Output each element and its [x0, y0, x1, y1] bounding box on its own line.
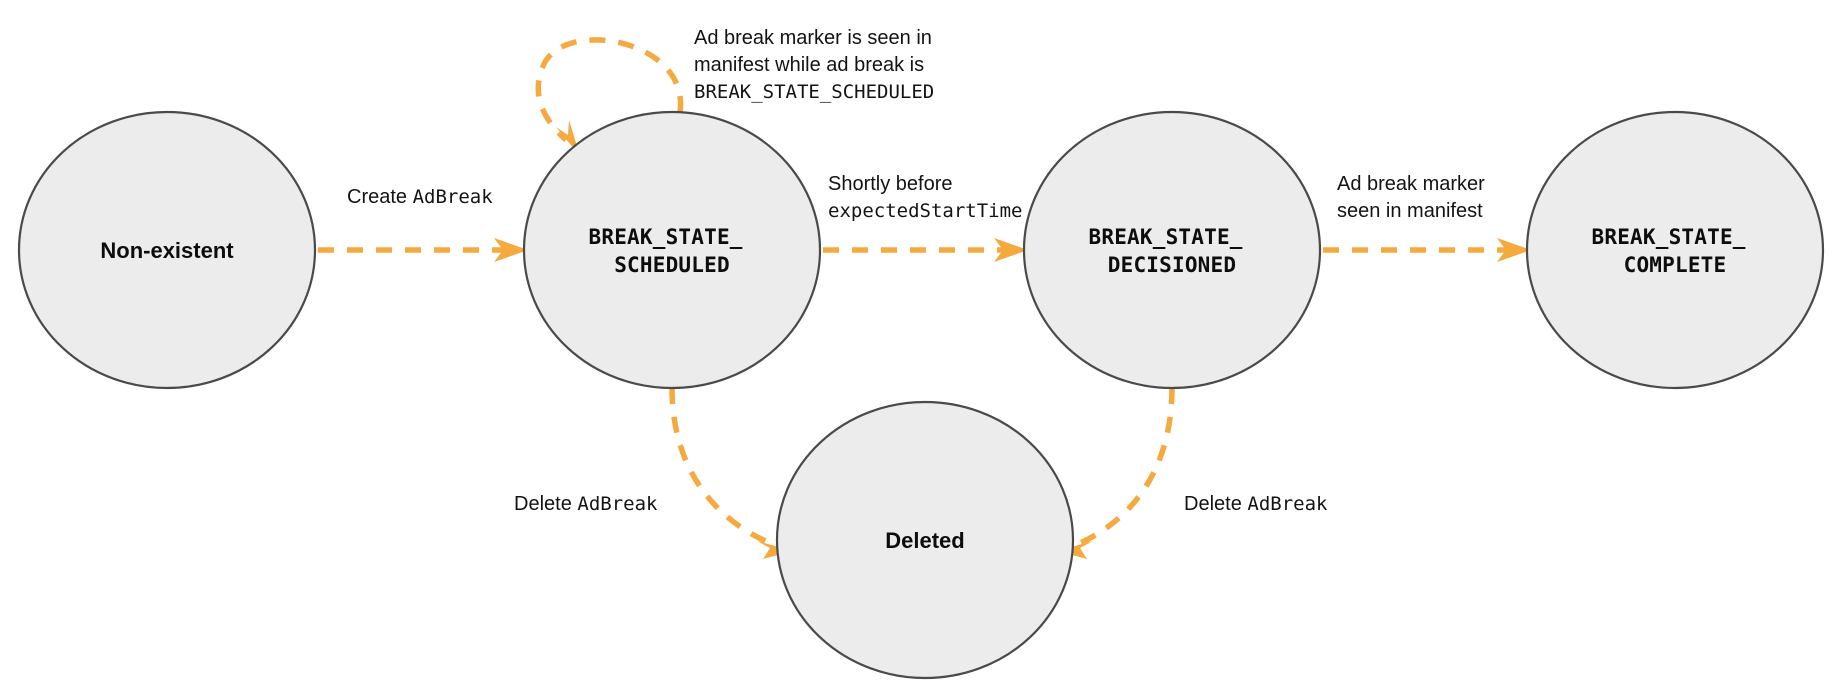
node-non-existent-label: Non-existent: [100, 238, 234, 263]
node-break-state-complete-shape: [1525, 110, 1825, 390]
edge-marker-seen-in-manifest-arrowhead: [1497, 238, 1531, 262]
node-deleted-label: Deleted: [885, 528, 964, 553]
edge-label-delete-from-scheduled: Delete AdBreak: [514, 493, 658, 515]
edge-create-adbreak[interactable]: [318, 238, 528, 262]
edge-marker-seen-in-manifest[interactable]: [1323, 238, 1531, 262]
edge-shortly-before-arrowhead: [994, 238, 1028, 262]
node-non-existent[interactable]: Non-existent: [17, 110, 317, 390]
edge-delete-from-decisioned-arrowhead: [1057, 541, 1093, 559]
edge-shortly-before[interactable]: [823, 238, 1028, 262]
edge-delete-from-decisioned[interactable]: [1057, 387, 1175, 559]
node-break-state-decisioned-label: BREAK_STATE_ DECISIONED: [1089, 225, 1256, 277]
edge-label-shortly-before: Shortly before expectedStartTime: [828, 173, 1022, 222]
node-break-state-complete[interactable]: BREAK_STATE_ COMPLETE: [1525, 110, 1825, 390]
node-deleted-shape: [775, 400, 1075, 680]
edge-label-delete-from-decisioned: Delete AdBreak: [1184, 493, 1328, 515]
edge-label-create-adbreak: Create AdBreak: [347, 186, 493, 208]
node-non-existent-shape: [17, 110, 317, 390]
node-deleted[interactable]: Deleted: [775, 400, 1075, 680]
edge-label-marker-seen-in-manifest: Ad break marker seen in manifest: [1337, 173, 1490, 222]
node-break-state-decisioned[interactable]: BREAK_STATE_ DECISIONED: [1022, 110, 1322, 390]
edge-delete-from-scheduled-arrowhead: [757, 541, 793, 559]
edge-delete-from-scheduled-line: [669, 387, 772, 546]
edge-scheduled-self-loop-line: [535, 37, 684, 143]
node-break-state-scheduled[interactable]: BREAK_STATE_ SCHEDULED: [522, 110, 822, 390]
edge-create-adbreak-arrowhead: [494, 238, 528, 262]
node-break-state-scheduled-shape: [522, 110, 822, 390]
edge-delete-from-decisioned-line: [1078, 387, 1175, 546]
edge-label-scheduled-self-loop: Ad break marker is seen in manifest whil…: [694, 27, 937, 103]
node-break-state-scheduled-label: BREAK_STATE_ SCHEDULED: [589, 225, 756, 277]
node-break-state-complete-label: BREAK_STATE_ COMPLETE: [1592, 225, 1759, 277]
edge-delete-from-scheduled[interactable]: [669, 387, 793, 559]
node-break-state-decisioned-shape: [1022, 110, 1322, 390]
